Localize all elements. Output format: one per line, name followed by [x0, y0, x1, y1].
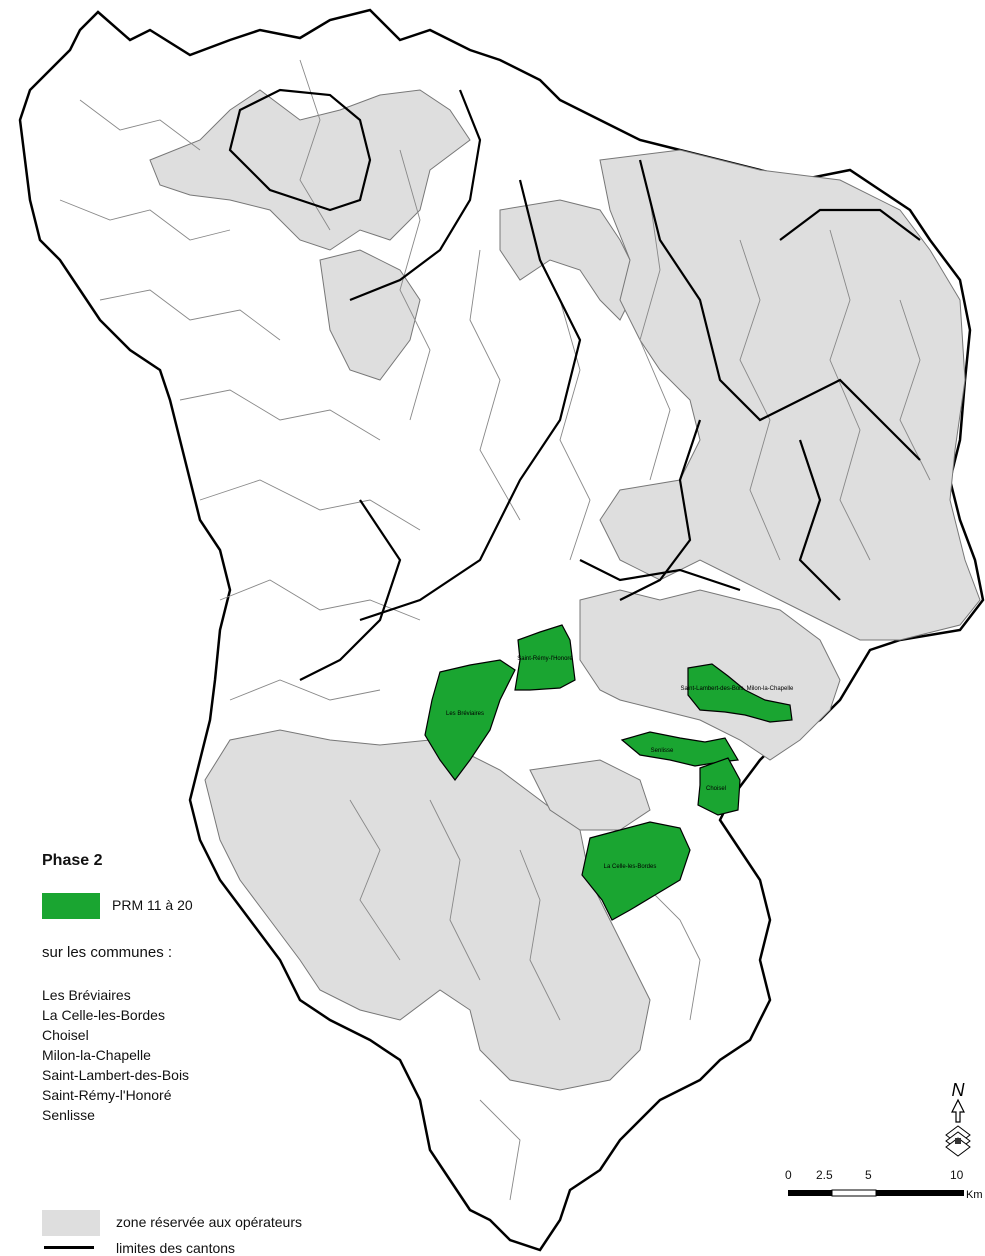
commune-choisel	[697, 757, 741, 816]
map-labels: Les Bréviaires Saint-Rémy-l'Honoré Saint…	[446, 656, 794, 870]
north-label: N	[952, 1080, 966, 1100]
scale-tick-0: 0	[785, 1168, 792, 1182]
communes-heading: sur les communes :	[42, 944, 173, 961]
commune-item: Milon-la-Chapelle	[42, 1047, 151, 1063]
scale-tick-5: 5	[865, 1168, 872, 1182]
label-choisel: Choisel	[706, 786, 726, 792]
scale-bar-graphic: Km	[788, 1189, 983, 1201]
prm-label: PRM 11 à 20	[112, 897, 193, 913]
commune-la-celle	[581, 821, 691, 921]
commune-item: Choisel	[42, 1027, 89, 1043]
scale-unit: Km	[966, 1189, 983, 1201]
prm-swatch	[42, 893, 100, 919]
label-saint-lambert: Saint-Lambert-des-Bois	[680, 686, 743, 692]
commune-senlisse	[620, 731, 739, 767]
canton-label: limites des cantons	[116, 1240, 236, 1256]
scale-tick-2-5: 2.5	[816, 1168, 833, 1182]
label-senlisse: Senlisse	[651, 748, 674, 754]
commune-item: La Celle-les-Bordes	[42, 1007, 165, 1023]
prm-communes	[424, 624, 793, 921]
label-la-celle: La Celle-les-Bordes	[604, 864, 657, 870]
commune-les-breviaires	[424, 659, 516, 781]
legend: Phase 2 PRM 11 à 20 sur les communes : L…	[42, 0, 382, 1256]
canton-limits	[228, 88, 921, 681]
reserved-label: zone réservée aux opérateurs	[116, 1214, 302, 1230]
label-saint-remy: Saint-Rémy-l'Honoré	[517, 656, 573, 662]
commune-saint-remy	[514, 624, 576, 691]
reserved-swatch	[42, 1210, 100, 1236]
legend-title: Phase 2	[42, 852, 103, 869]
north-arrow-icon: N	[945, 1080, 971, 1157]
scale-bar: 0 2.5 5 10 Km	[780, 1168, 985, 1208]
label-milon: Milon-la-Chapelle	[747, 686, 794, 692]
canton-line-swatch	[44, 1246, 94, 1249]
commune-boundaries	[59, 59, 931, 1201]
commune-item: Saint-Rémy-l'Honoré	[42, 1087, 172, 1103]
commune-item: Senlisse	[42, 1107, 95, 1123]
commune-item: Saint-Lambert-des-Bois	[42, 1067, 190, 1083]
commune-item: Les Bréviaires	[42, 987, 131, 1003]
scale-tick-10: 10	[950, 1168, 964, 1182]
label-les-breviaires: Les Bréviaires	[446, 711, 484, 717]
commune-saint-lambert	[687, 663, 793, 723]
communes-list: Les Bréviaires La Celle-les-Bordes Chois…	[42, 985, 189, 1125]
